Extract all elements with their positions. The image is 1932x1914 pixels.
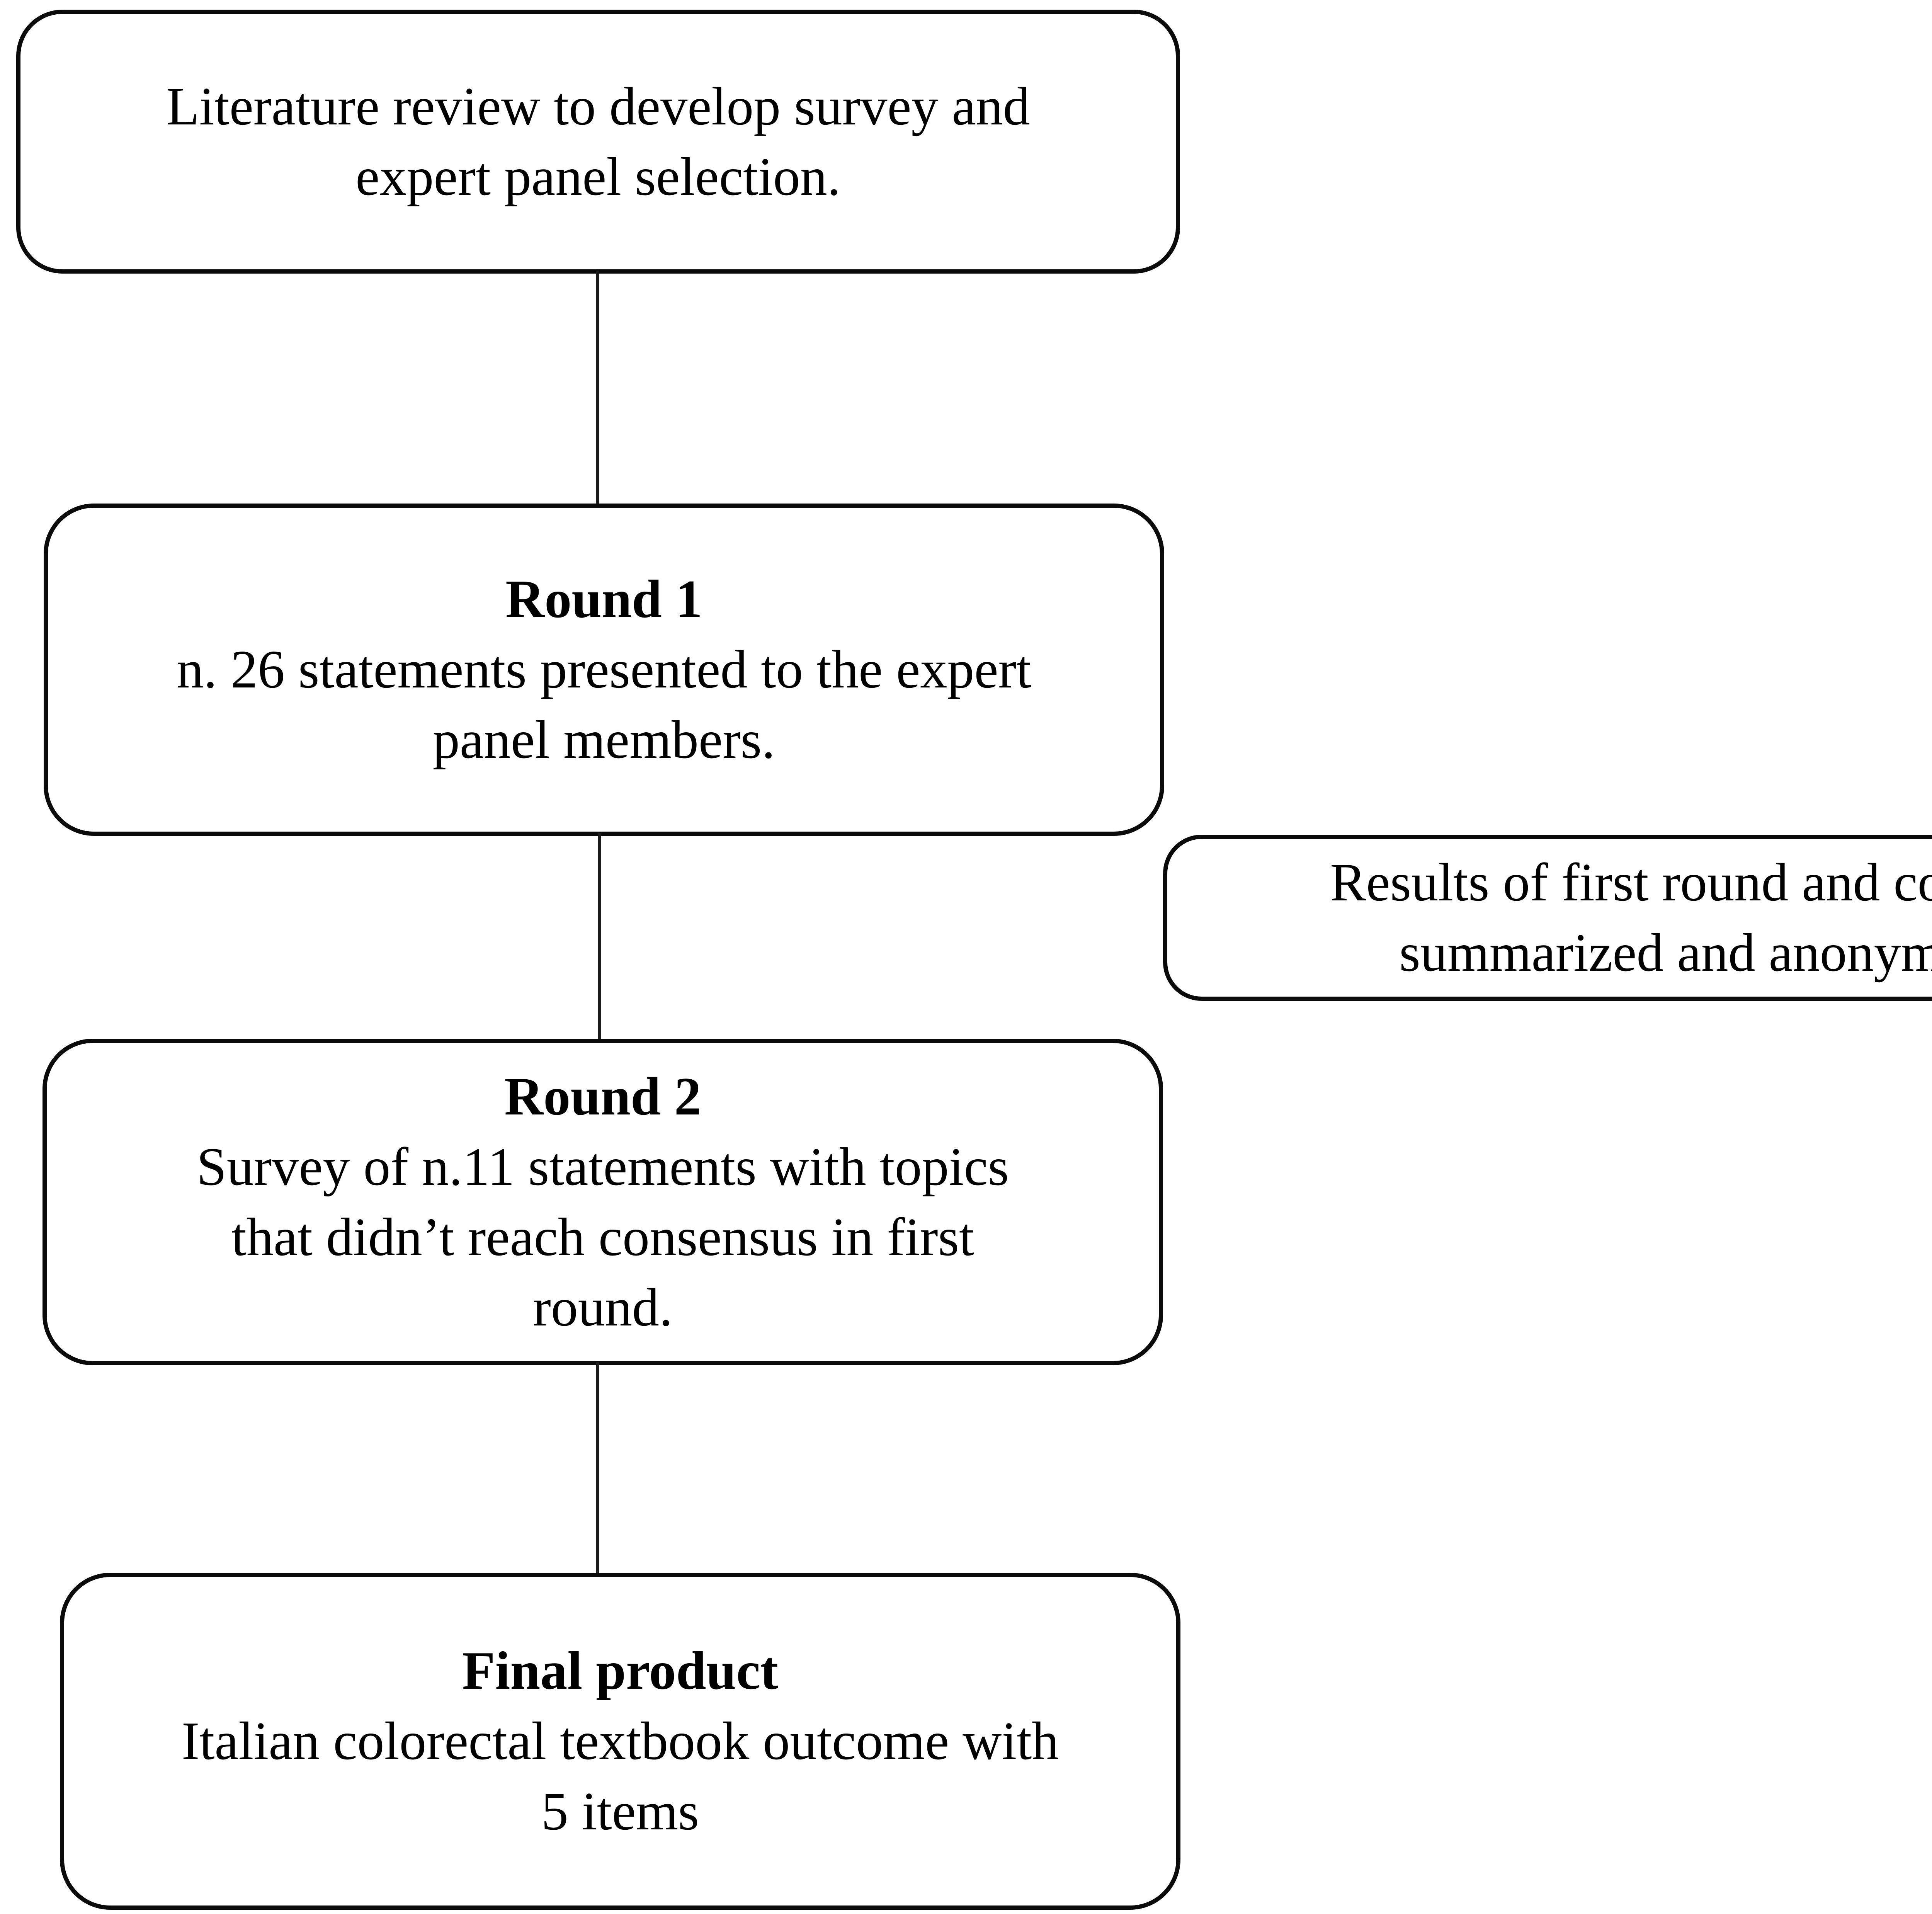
node-text-line: panel members.	[432, 710, 776, 770]
node-heading: Round 2	[504, 1066, 701, 1126]
flow-node-round-1-feedback[interactable]: Results of first round and comments summ…	[1163, 835, 1932, 1001]
node-text-line: Results of first round and comments	[1330, 852, 1932, 912]
connector-literature-review-to-round-1	[596, 271, 599, 506]
flow-node-final-product[interactable]: Final product Italian colorectal textboo…	[60, 1573, 1180, 1910]
node-text-line: expert panel selection.	[355, 146, 841, 207]
node-text-line: Italian colorectal textbook outcome with	[181, 1711, 1059, 1771]
connector-round-2-to-final-product	[596, 1362, 599, 1575]
node-text-line: round.	[533, 1277, 673, 1337]
node-text-line: 5 items	[541, 1781, 699, 1841]
node-text-line: Literature review to develop survey and	[166, 76, 1030, 136]
node-text-line: Survey of n.11 statements with topics	[196, 1136, 1009, 1197]
flow-node-round-1[interactable]: Round 1 n. 26 statements presented to th…	[44, 504, 1164, 836]
node-text-line: summarized and anonymized.	[1399, 923, 1932, 983]
connector-round-1-to-round-2	[598, 833, 601, 1041]
flow-node-literature-review[interactable]: Literature review to develop survey and …	[16, 10, 1180, 274]
node-heading: Final product	[462, 1641, 779, 1701]
flow-node-round-2[interactable]: Round 2 Survey of n.11 statements with t…	[43, 1039, 1163, 1365]
node-text-line: that didn’t reach consensus in first	[231, 1207, 974, 1267]
node-text-line: n. 26 statements presented to the expert	[176, 640, 1032, 699]
node-heading: Round 1	[505, 569, 702, 629]
